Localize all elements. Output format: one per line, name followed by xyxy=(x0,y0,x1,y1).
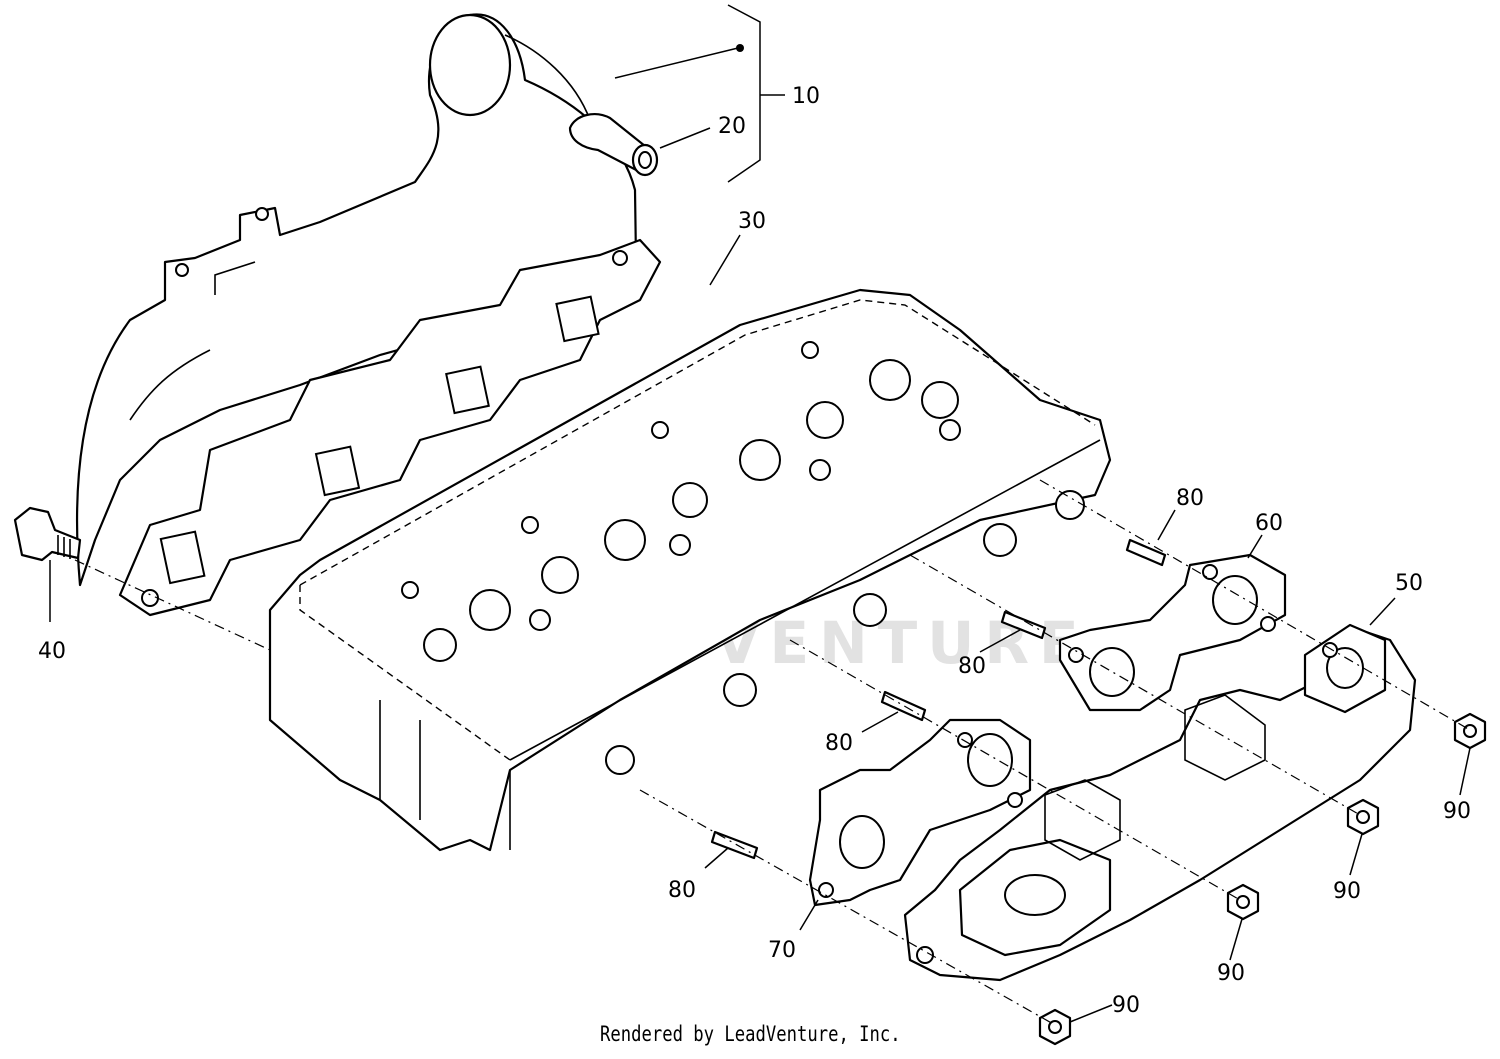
callouts: 10 20 30 40 50 60 70 80 80 80 80 90 90 9… xyxy=(38,84,1471,1018)
callout-70: 70 xyxy=(768,938,796,963)
footer-credit: Rendered by LeadVenture, Inc. xyxy=(0,1022,1500,1046)
callout-20: 20 xyxy=(718,114,746,139)
callout-50: 50 xyxy=(1395,571,1423,596)
callout-10: 10 xyxy=(792,84,820,109)
callout-90-d: 90 xyxy=(1112,993,1140,1018)
callout-40: 40 xyxy=(38,639,66,664)
callout-90-c: 90 xyxy=(1217,961,1245,986)
nut-90-b[interactable] xyxy=(1346,798,1380,836)
stud-80-d[interactable] xyxy=(710,830,759,860)
part-50-exhaust-manifold[interactable] xyxy=(903,623,1417,982)
callout-90-a: 90 xyxy=(1443,799,1471,824)
nut-90-c[interactable] xyxy=(1226,883,1260,921)
part-60-exhaust-gasket[interactable] xyxy=(1058,553,1287,712)
callout-80-a: 80 xyxy=(1176,486,1204,511)
part-40-bolt[interactable] xyxy=(13,506,82,562)
nut-90-d[interactable] xyxy=(1038,1008,1072,1046)
stud-80-b[interactable] xyxy=(1000,610,1047,640)
assembly-axes xyxy=(74,479,1471,1026)
stud-80-a[interactable] xyxy=(1125,538,1167,567)
callout-90-b: 90 xyxy=(1333,879,1361,904)
callout-80-b: 80 xyxy=(958,654,986,679)
callout-80-c: 80 xyxy=(825,731,853,756)
callout-60: 60 xyxy=(1255,511,1283,536)
part-70-exhaust-gasket[interactable] xyxy=(808,718,1032,907)
leader-lines xyxy=(49,4,1471,1023)
cylinder-head[interactable] xyxy=(268,288,1112,852)
callout-80-d: 80 xyxy=(668,878,696,903)
footer-text: Rendered by LeadVenture, Inc. xyxy=(599,1022,901,1046)
part-20-fitting[interactable] xyxy=(568,113,659,177)
callout-30: 30 xyxy=(738,209,766,234)
nut-90-a[interactable] xyxy=(1453,712,1487,750)
part-30-intake-gasket[interactable] xyxy=(118,238,662,617)
